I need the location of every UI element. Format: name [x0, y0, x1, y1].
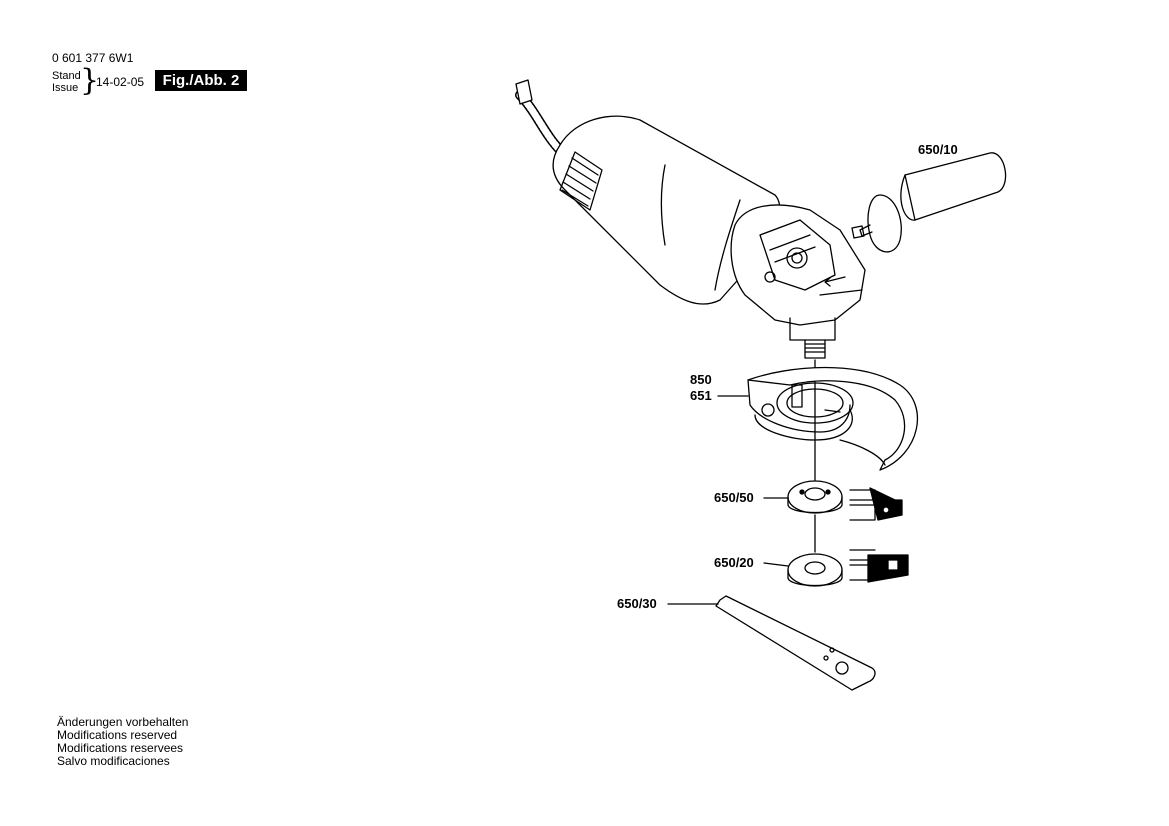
notice-line-en: Modifications reserved [57, 728, 178, 742]
wheel-guard [747, 366, 919, 471]
notice-line-de: Änderungen vorbehalten [57, 715, 189, 729]
brace-icon: } [80, 63, 100, 98]
label-handle: 650/10 [918, 142, 958, 157]
stand-label: Stand [52, 70, 81, 82]
two-pin-spanner [715, 595, 876, 691]
side-handle [851, 152, 1007, 253]
section-symbol-flange [849, 549, 909, 583]
mounting-flange [787, 553, 843, 587]
label-guard-850: 850 [690, 372, 712, 387]
label-clamp-nut: 650/50 [714, 490, 754, 505]
section-symbol-clamp-nut [849, 487, 903, 521]
label-guard-651: 651 [690, 388, 712, 403]
notice-line-es: Salvo modificaciones [57, 754, 170, 768]
label-flange: 650/20 [714, 555, 754, 570]
notice-line-fr: Modifications reservees [57, 741, 184, 755]
label-spanner: 650/30 [617, 596, 657, 611]
issue-date: 14-02-05 [96, 75, 145, 89]
gear-head [730, 204, 866, 359]
part-number: 0 601 377 6W1 [52, 51, 134, 65]
modifications-notice: Änderungen vorbehalten Modifications res… [57, 716, 188, 768]
clamp-nut [787, 480, 843, 514]
figure-label: Fig./Abb. 2 [155, 70, 247, 91]
issue-label: Issue [52, 82, 79, 94]
